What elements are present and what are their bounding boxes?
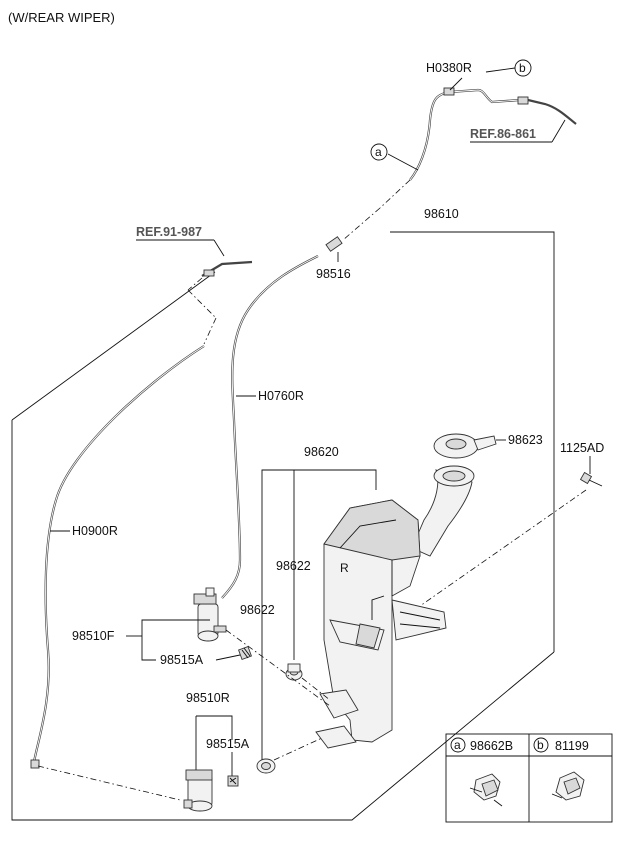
clip-81199-icon: [551, 771, 585, 801]
label-h0380r: H0380R: [426, 61, 472, 75]
svg-text:a: a: [454, 738, 461, 752]
label-98622-lower: 98622: [240, 603, 275, 617]
callout-b: [514, 59, 532, 77]
label-98610: 98610: [424, 207, 459, 221]
callout-a: [370, 143, 388, 161]
legend-marker-b: [533, 737, 549, 753]
label-1125ad: 1125AD: [560, 441, 604, 455]
ref-86-861: REF.86-861: [470, 127, 536, 141]
label-98623: 98623: [508, 433, 543, 447]
pump-98510r: [183, 769, 213, 812]
hose-ref-86: [527, 98, 577, 125]
svg-text:b: b: [519, 61, 526, 75]
svg-text:a: a: [375, 145, 382, 159]
washer-reservoir: R: [315, 465, 475, 749]
frame-edge: [11, 271, 216, 421]
legend-marker-a: [450, 737, 466, 753]
label-98620: 98620: [304, 445, 339, 459]
connector-98516: [325, 236, 343, 252]
frame-edge: [11, 420, 555, 821]
filter-98515a-front: [238, 646, 252, 660]
frame-edge: [390, 231, 555, 652]
legend-part-b: 81199: [555, 739, 589, 753]
cap-98623: [433, 433, 497, 459]
svg-text:R: R: [340, 561, 349, 575]
filter-98515a-rear: [227, 775, 239, 787]
label-98622-upper: 98622: [276, 559, 311, 573]
label-h0760r: H0760R: [258, 389, 304, 403]
hose-h0760r: [221, 255, 319, 599]
label-98515a-front: 98515A: [160, 653, 204, 667]
grommet-98622-lower: [256, 758, 276, 774]
label-98510f: 98510F: [72, 629, 115, 643]
hose-h0900r: [32, 345, 205, 763]
label-98516: 98516: [316, 267, 351, 281]
hose-joint: [443, 87, 455, 96]
svg-text:b: b: [537, 738, 544, 752]
legend-table: a 98662B b 81199: [445, 733, 613, 823]
bolt-1125ad: [579, 471, 603, 487]
label-98510r: 98510R: [186, 691, 230, 705]
diagram-header: (W/REAR WIPER): [8, 10, 115, 25]
hose-joint: [517, 96, 529, 105]
label-h0900r: H0900R: [72, 524, 118, 538]
grommet-98622-upper: [285, 663, 303, 681]
pump-98510f: [193, 587, 227, 642]
ref-91-987: REF.91-987: [136, 225, 202, 239]
label-98515a-rear: 98515A: [206, 737, 250, 751]
clip-98662b-icon: [469, 773, 503, 807]
legend-part-a: 98662B: [470, 739, 513, 753]
